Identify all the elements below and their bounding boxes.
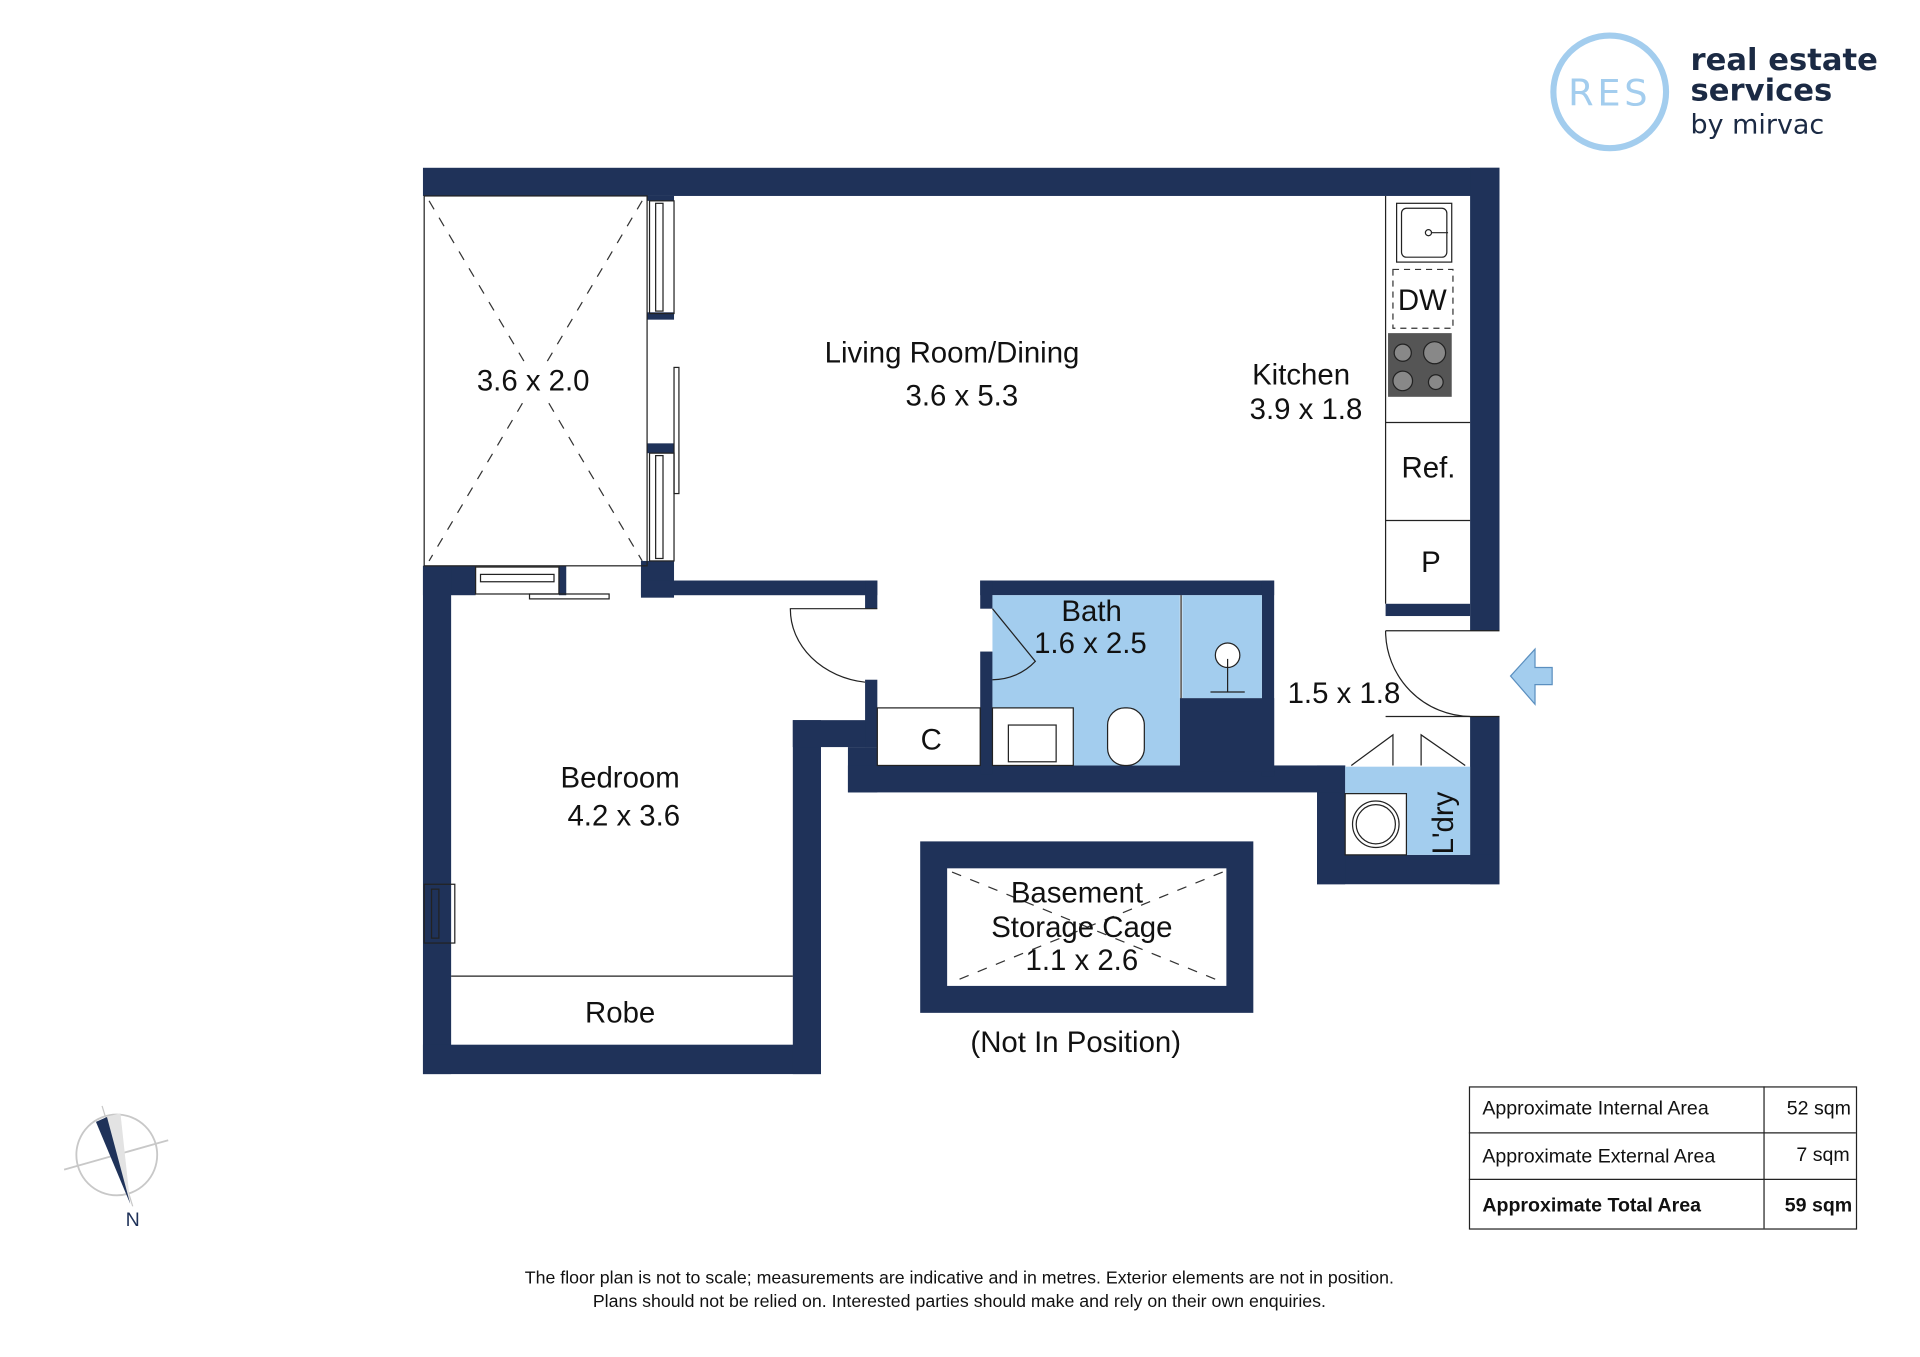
storage-line1: Basement	[1011, 877, 1143, 910]
storage-size: 1.1 x 2.6	[1026, 944, 1139, 977]
bedroom-door	[789, 608, 878, 683]
balcony-size: 3.6 x 2.0	[477, 365, 590, 398]
living-room-size: 3.6 x 5.3	[905, 379, 1018, 412]
shower-icon	[1210, 642, 1245, 693]
logo-mark: RES	[1568, 71, 1651, 114]
area-label-external: Approximate External Area	[1482, 1145, 1715, 1167]
balcony: 3.6 x 2.0	[423, 195, 648, 567]
cupboard-label: C	[921, 724, 942, 757]
entry-size: 1.5 x 1.8	[1288, 677, 1401, 710]
company-logo: RES real estate services by mirvac	[1550, 32, 1878, 152]
logo-line1: real estate	[1691, 43, 1878, 78]
compass-north-label: N	[126, 1209, 140, 1231]
walls	[422, 167, 1500, 1075]
area-value-internal: 52 sqm	[1787, 1098, 1851, 1120]
bedroom-size: 4.2 x 3.6	[567, 799, 680, 832]
laundry-label: L'dry	[1427, 791, 1460, 854]
kitchen-name: Kitchen	[1252, 359, 1350, 392]
robe-label: Robe	[585, 997, 655, 1030]
dishwasher-outline	[1392, 268, 1454, 329]
kitchen-sink-icon	[1396, 202, 1453, 263]
cooktop-icon	[1388, 333, 1452, 397]
toilet-icon	[1106, 707, 1145, 767]
storage-note: (Not In Position)	[970, 1026, 1181, 1059]
area-label-total: Approximate Total Area	[1482, 1194, 1702, 1216]
logo-line3: by mirvac	[1691, 109, 1825, 140]
entry-arrow-icon	[1509, 647, 1553, 706]
laundry-tub-icon	[1351, 800, 1400, 849]
dishwasher-label: DW	[1398, 284, 1447, 317]
area-table: Approximate Internal Area 52 sqm Approxi…	[1468, 1086, 1858, 1230]
bath-size: 1.6 x 2.5	[1034, 627, 1147, 660]
storage-line2: Storage Cage	[991, 911, 1172, 944]
fridge-label: Ref.	[1402, 452, 1456, 485]
compass-icon: N	[63, 1105, 169, 1231]
kitchen: DW Ref. P Kitchen 3.9 x 1.8	[1250, 195, 1471, 604]
pantry-label: P	[1421, 546, 1441, 579]
entry: 1.5 x 1.8	[1288, 630, 1553, 766]
bathroom: Bath 1.6 x 2.5	[991, 595, 1262, 767]
area-value-total: 59 sqm	[1785, 1194, 1852, 1216]
basin-icon	[1007, 724, 1057, 763]
bath-name: Bath	[1061, 595, 1121, 628]
bedroom-name: Bedroom	[561, 762, 680, 795]
windows	[423, 200, 680, 944]
laundry: L'dry	[1344, 766, 1471, 856]
logo-line2: services	[1691, 73, 1833, 108]
basement-storage: Basement Storage Cage 1.1 x 2.6 (Not In …	[920, 841, 1254, 1059]
living-room-name: Living Room/Dining	[825, 337, 1080, 370]
disclaimer-line1: The floor plan is not to scale; measurem…	[525, 1268, 1394, 1288]
kitchen-size: 3.9 x 1.8	[1250, 393, 1363, 426]
area-label-internal: Approximate Internal Area	[1482, 1098, 1708, 1120]
area-value-external: 7 sqm	[1796, 1144, 1849, 1166]
disclaimer-line2: Plans should not be relied on. Intereste…	[593, 1291, 1326, 1311]
logo-ring	[1550, 32, 1670, 152]
